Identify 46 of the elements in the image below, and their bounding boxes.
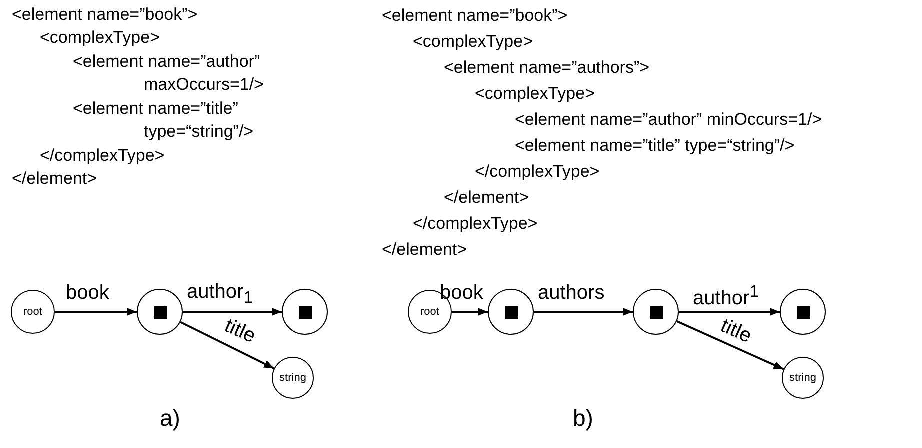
code-line: <complexType> xyxy=(475,84,596,104)
arrow xyxy=(679,308,780,316)
code-line: <element name=”title” type=“string”/> xyxy=(515,136,795,156)
code-line: </element> xyxy=(382,240,468,260)
state-circle xyxy=(272,357,314,399)
arrow xyxy=(55,308,137,316)
state-circle xyxy=(11,290,55,334)
node-label: string xyxy=(790,372,816,384)
code-line: <element name=”book”> xyxy=(382,6,568,26)
node-label: string xyxy=(280,372,306,384)
edge-label: book xyxy=(66,282,110,304)
code-line: <element name=”author” minOccurs=1/> xyxy=(515,110,822,130)
code-line: maxOccurs=1/> xyxy=(144,75,264,95)
state-circle xyxy=(782,357,824,399)
arrow xyxy=(676,320,784,370)
code-line: </complexType> xyxy=(475,162,600,182)
state-circle xyxy=(780,289,826,335)
edge-label: title xyxy=(222,314,259,348)
panel-caption: a) xyxy=(160,405,180,432)
code-line: <element name=”title” xyxy=(73,99,238,119)
edge-label: book xyxy=(440,282,484,304)
edge-label: authors xyxy=(538,282,605,304)
node-label: root xyxy=(420,306,440,318)
code-line: <element name=”authors”> xyxy=(444,58,650,78)
code-line: </element> xyxy=(444,188,530,208)
state-circle xyxy=(137,289,183,335)
arrow xyxy=(180,321,275,370)
code-line: </element> xyxy=(12,169,98,189)
arrow xyxy=(452,308,488,316)
arrow xyxy=(183,308,282,316)
state-circle xyxy=(282,289,328,335)
state-circle xyxy=(488,289,534,335)
panel-caption: b) xyxy=(573,405,594,432)
code-line: </complexType> xyxy=(40,146,165,166)
code-line: <element name=”author” xyxy=(73,52,260,72)
edge-label: author$^{1}$ xyxy=(693,281,759,310)
arrow xyxy=(534,308,633,316)
edge-label: title xyxy=(718,314,755,348)
node-label: root xyxy=(24,306,42,318)
code-line: type=“string”/> xyxy=(144,122,254,142)
code-line: <complexType> xyxy=(413,32,534,52)
edge-label: author$_{1}$ xyxy=(187,281,253,309)
state-circle xyxy=(633,289,679,335)
code-line: <element name=”book”> xyxy=(12,5,198,25)
code-line: </complexType> xyxy=(413,214,538,234)
code-line: <complexType> xyxy=(40,28,160,48)
